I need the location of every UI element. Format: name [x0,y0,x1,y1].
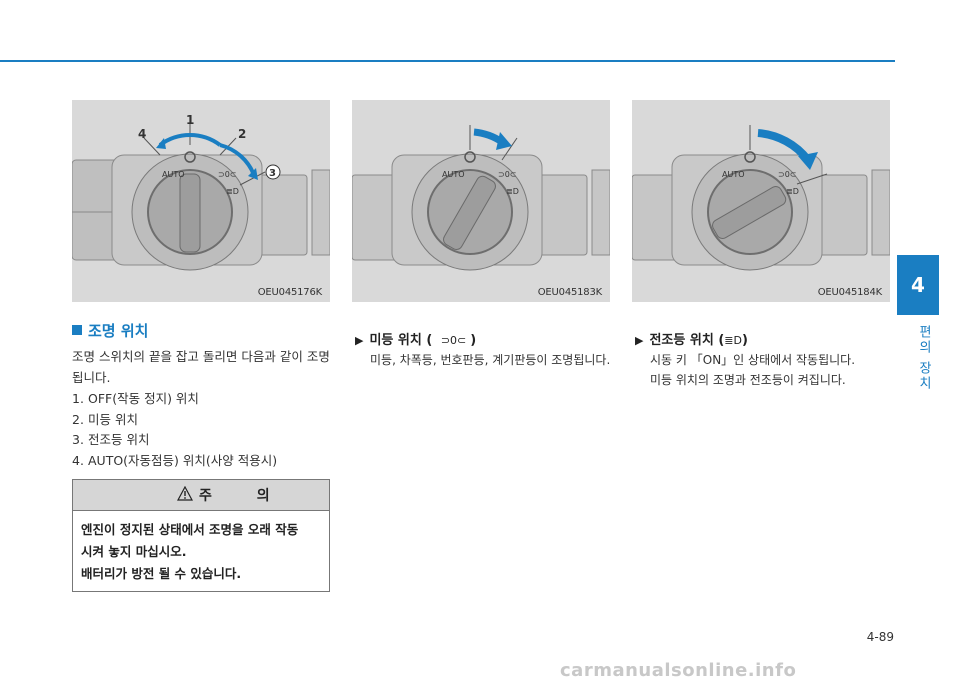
warning-triangle-icon [177,486,193,501]
parking-light-title: ▶미등 위치 ( ⊃0⊂) [355,333,477,348]
header-rule [0,60,895,62]
auto-label: AUTO [162,170,185,179]
caution-title: 주 의 [199,488,290,504]
parking-light-desc: 미등, 차폭등, 번호판등, 계기판등이 조명됩니다. [370,353,611,367]
svg-text:⊃0⊂: ⊃0⊂ [498,170,517,179]
svg-text:⊃0⊂: ⊃0⊂ [218,170,237,179]
headlight-desc: 시동 키 「ON」인 상태에서 작동됩니다. 미등 위치의 조명과 전조등이 켜… [650,353,856,387]
chapter-tab: 4 [897,255,939,315]
section-intro: 조명 스위치의 끝을 잡고 돌리면 다음과 같이 조명됩니다. [72,349,330,385]
caution-box: 주 의 엔진이 정지된 상태에서 조명을 오래 작동 시켜 놓지 마십시오. 배… [72,479,330,592]
position-list: 1.OFF(작동 정지) 위치 2.미등 위치 3.전조등 위치 4.AUTO(… [72,388,277,470]
figure-light-switch-positions: AUTO ⊃0⊂ ≣D 1 2 3 4 OEU045176K [72,100,330,302]
figure-code: OEU045183K [537,287,602,298]
list-item: 3.전조등 위치 [72,432,150,447]
page-number: 4-89 [866,630,894,644]
caution-header: 주 의 [73,480,329,511]
callout-1: 1 [186,113,194,127]
list-item: 1.OFF(작동 정지) 위치 [72,391,199,406]
callout-3: 3 [269,168,276,179]
callout-2: 2 [238,127,246,141]
svg-text:≣D: ≣D [786,187,799,196]
figure-code: OEU045184K [817,287,882,298]
triangle-bullet-icon: ▶ [355,334,364,347]
svg-text:⊃0⊂: ⊃0⊂ [778,170,797,179]
parking-light-icon: ⊃0⊂ [440,334,467,347]
auto-label: AUTO [722,170,745,179]
headlight-title: ▶전조등 위치 (≣D) [635,333,748,348]
figure-code: OEU045176K [257,287,322,298]
svg-text:≣D: ≣D [506,187,519,196]
triangle-bullet-icon: ▶ [635,334,644,347]
list-item: 4.AUTO(자동점등) 위치(사양 적용시) [72,452,278,468]
square-bullet-icon [72,325,82,335]
figure-parking-light-position: AUTO ⊃0⊂ ≣D OEU045183K [352,100,610,302]
caution-body: 엔진이 정지된 상태에서 조명을 오래 작동 시켜 놓지 마십시오. 배터리가 … [81,522,299,581]
auto-label: AUTO [442,170,465,179]
watermark: carmanualsonline.info [560,660,797,681]
figure-headlight-position: AUTO ⊃0⊂ ≣D OEU045184K [632,100,890,302]
section-title: 조명 위치 [72,320,148,341]
list-item: 2.미등 위치 [72,411,138,427]
headlight-icon: ≣D [724,334,742,347]
svg-text:≣D: ≣D [226,187,239,196]
callout-4: 4 [138,127,146,141]
chapter-label: 편의 장치 [916,325,931,392]
